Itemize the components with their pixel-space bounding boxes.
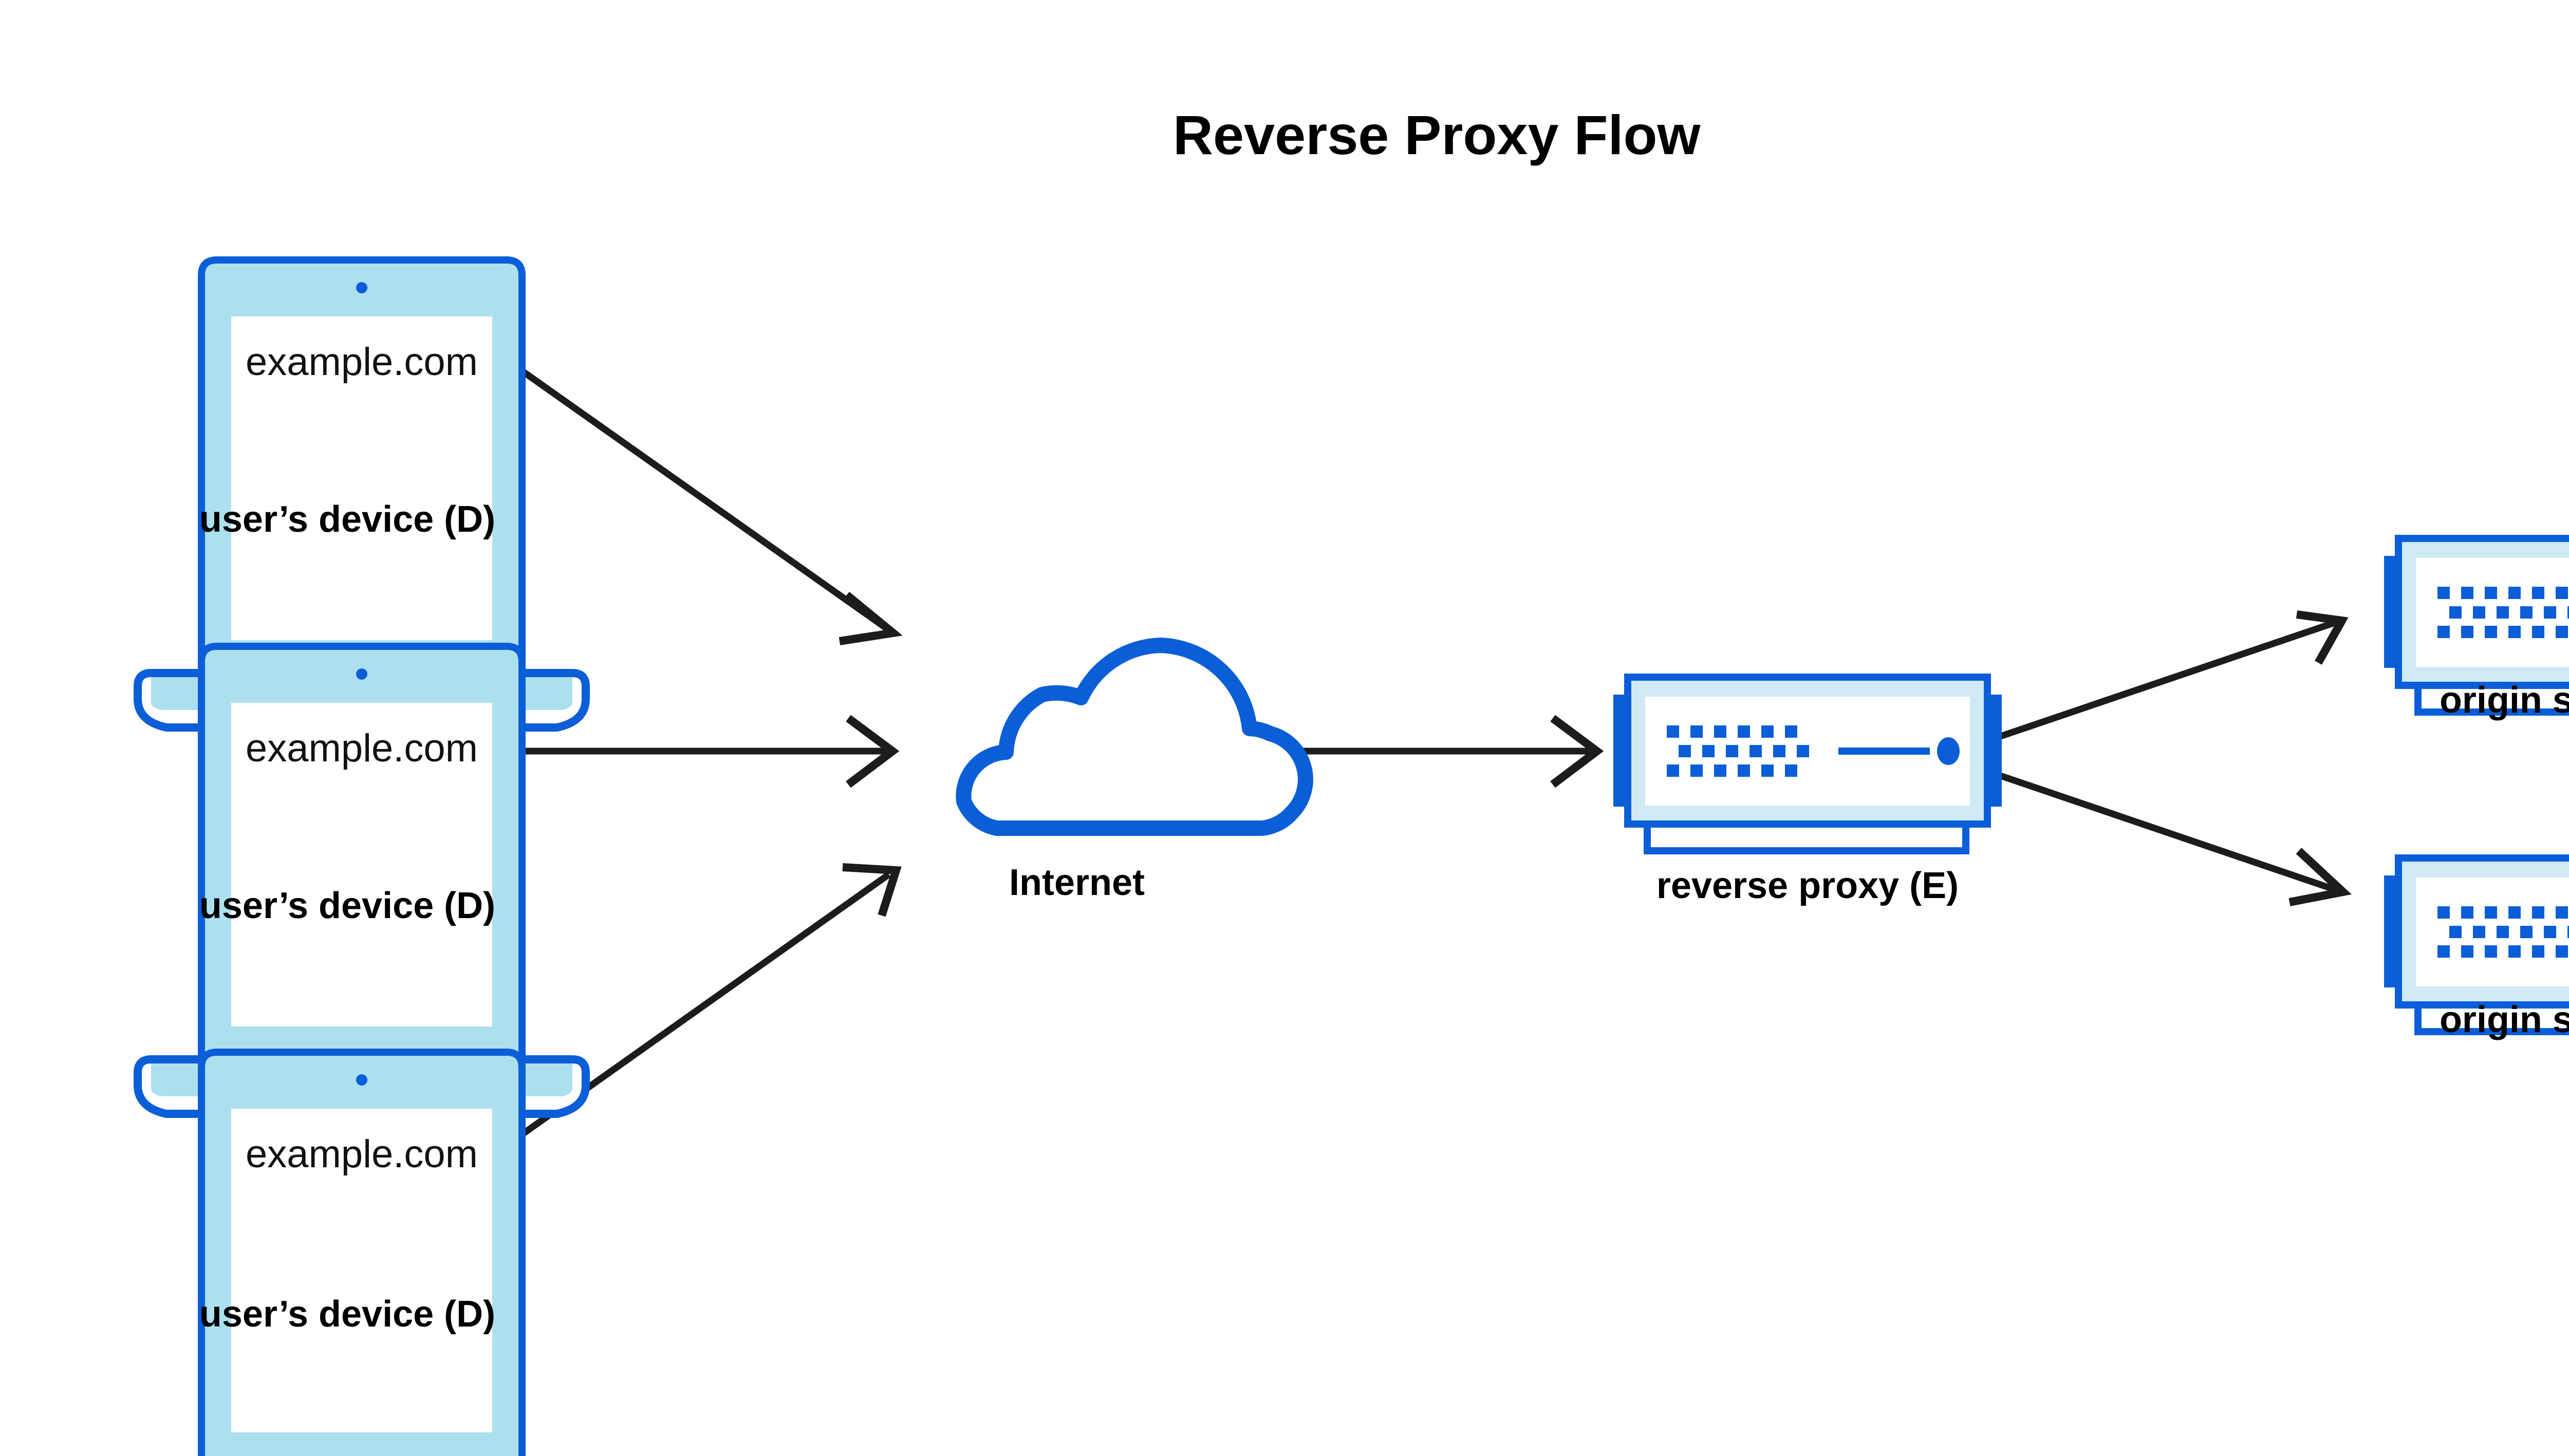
- internet-node[interactable]: Internet: [963, 645, 1305, 903]
- edge-proxy-to-origin-top: [1996, 610, 2349, 741]
- laptop-screen-text: example.com: [246, 340, 478, 384]
- origin-label-bottom: origin server (F): [2440, 999, 2569, 1040]
- origin-node-bottom[interactable]: origin server (F): [2384, 858, 2569, 1040]
- internet-label: Internet: [1009, 862, 1145, 903]
- edge-client-middle-to-internet: [506, 715, 900, 788]
- laptop-icon: [138, 1052, 586, 1456]
- origin-label-top: origin server (F): [2440, 680, 2569, 721]
- server-icon: [1613, 677, 2002, 851]
- edge-client-top-to-internet: [504, 357, 903, 645]
- client-node-middle[interactable]: example.com user’s device (D): [138, 646, 586, 1114]
- laptop-screen-text: example.com: [246, 1132, 478, 1176]
- page-title: Reverse Proxy Flow: [1173, 104, 1701, 166]
- client-label-bottom: user’s device (D): [199, 1294, 495, 1335]
- client-label-middle: user’s device (D): [199, 885, 495, 926]
- laptop-icon: [138, 646, 586, 1114]
- client-label-top: user’s device (D): [199, 499, 495, 540]
- edge-proxy-to-origin-bottom: [1996, 771, 2352, 906]
- cloud-icon: [963, 645, 1305, 828]
- reverse-proxy-label: reverse proxy (E): [1656, 865, 1959, 906]
- client-node-bottom[interactable]: example.com user’s device (D): [138, 1052, 586, 1456]
- laptop-screen-text: example.com: [246, 726, 478, 770]
- origin-node-top[interactable]: origin server (F): [2384, 538, 2569, 721]
- client-node-top[interactable]: example.com user’s device (D): [138, 260, 586, 727]
- reverse-proxy-node[interactable]: reverse proxy (E): [1613, 677, 2002, 906]
